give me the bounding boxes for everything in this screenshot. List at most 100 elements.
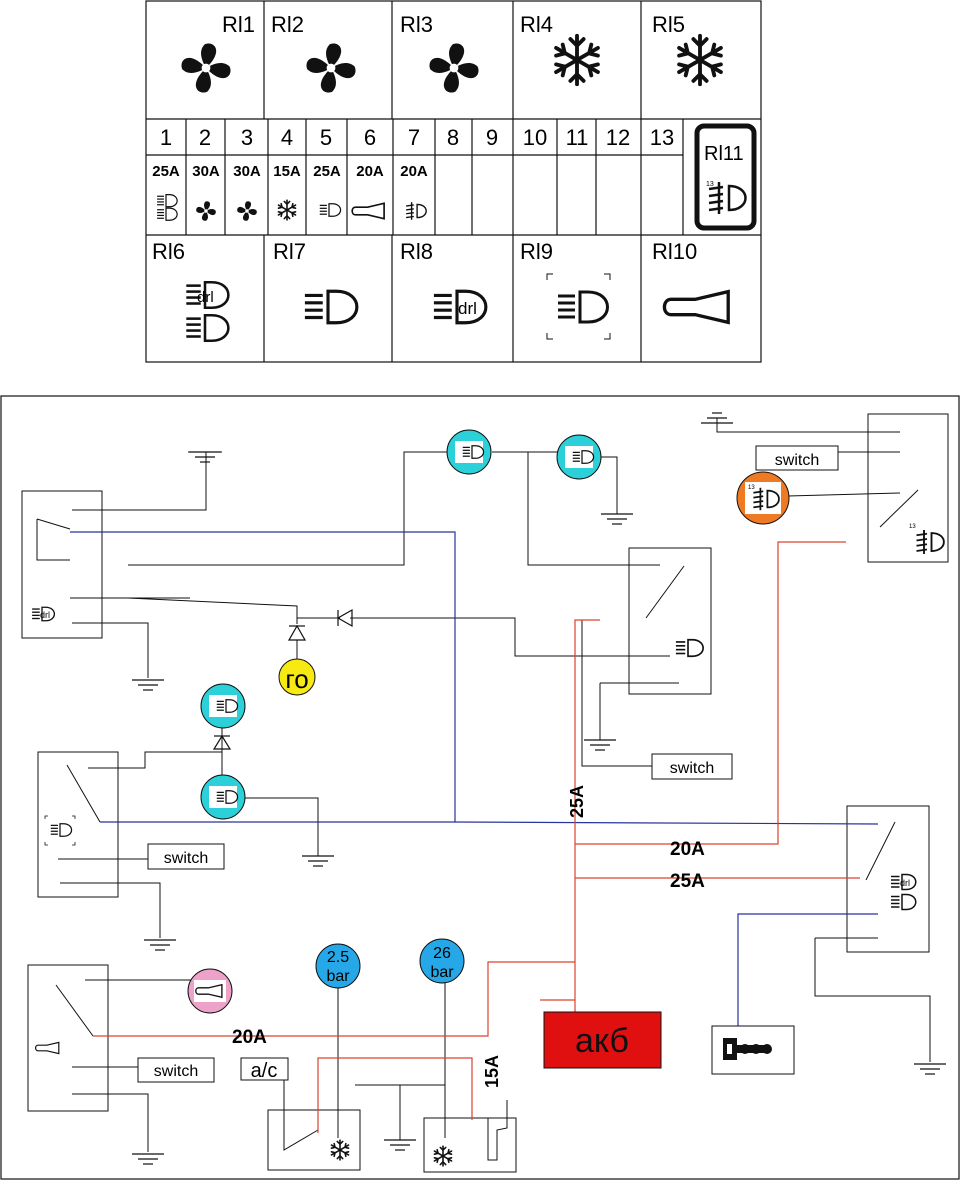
headlight-drl-icon: drl xyxy=(185,280,230,343)
switch-label: switch xyxy=(154,1063,198,1080)
switch-box[interactable] xyxy=(651,753,733,780)
relay-label-5: Rl5 xyxy=(652,12,685,37)
headlight-lamp xyxy=(200,683,246,729)
relay-label-3: Rl3 xyxy=(400,12,433,37)
fog-sup-label: 13 xyxy=(706,181,714,188)
fuse-rating: 20A xyxy=(356,163,384,180)
go-label: го xyxy=(285,664,308,694)
fan-icon xyxy=(237,201,257,221)
fog-light-icon xyxy=(915,529,945,555)
headlight-icon xyxy=(675,638,704,658)
low-beam-icon xyxy=(546,273,611,340)
snowflake-icon xyxy=(677,33,723,87)
headlight-lamp xyxy=(446,429,492,475)
drl-icon: drl xyxy=(432,289,488,325)
relay-label-11: Rl11 xyxy=(704,143,744,165)
battery xyxy=(543,1011,662,1069)
switch-label: switch xyxy=(164,850,208,867)
pressure-low-value: 2.5 xyxy=(327,949,349,966)
ground-symbol xyxy=(600,513,634,525)
fuse-number: 8 xyxy=(447,125,459,150)
ground-symbol xyxy=(301,855,335,867)
pressure-high-value: 26 xyxy=(433,945,451,962)
ignition-key[interactable] xyxy=(711,1025,795,1075)
fuse-number: 9 xyxy=(486,125,498,150)
pressure-switch-low xyxy=(315,943,361,989)
horn-lamp xyxy=(187,968,233,1014)
fuse-number: 5 xyxy=(320,125,332,150)
relay-label-1: Rl1 xyxy=(222,12,255,37)
headlight-lamp xyxy=(556,434,602,480)
go-indicator xyxy=(278,658,316,696)
relay-label-8: Rl8 xyxy=(400,239,433,264)
fuse-label-25a-vertical: 25A xyxy=(567,785,587,818)
headlight-drl-icon: drl xyxy=(31,606,56,622)
fog-light-icon xyxy=(405,201,427,221)
headlight-lamp xyxy=(200,774,246,820)
headlight-icon xyxy=(319,203,342,217)
relay-label-2: Rl2 xyxy=(271,12,304,37)
diode-symbol xyxy=(212,608,353,750)
svg-text:drl: drl xyxy=(458,299,477,318)
fuse-number: 1 xyxy=(160,125,172,150)
fuse-rating: 30A xyxy=(233,163,261,180)
relay-label-9: Rl9 xyxy=(520,239,553,264)
ground-symbol xyxy=(143,939,177,951)
fan-icon xyxy=(196,201,216,221)
wires-red xyxy=(93,541,860,1133)
fuse-number: 12 xyxy=(606,125,630,150)
ground-symbol xyxy=(383,1139,417,1151)
battery-label: акб xyxy=(575,1022,629,1060)
relay-label-4: Rl4 xyxy=(520,12,553,37)
wires-black xyxy=(21,413,949,1173)
horn-icon xyxy=(351,202,385,220)
fan-icon xyxy=(429,43,479,93)
fog-sup-label: 13 xyxy=(909,524,916,530)
fuse-label-25a: 25A xyxy=(670,871,705,892)
switch-label: switch xyxy=(775,452,819,469)
fuse-number: 11 xyxy=(566,125,589,150)
wires-blue xyxy=(70,531,879,1026)
schematic-frame xyxy=(0,395,960,1180)
pressure-low-unit: bar xyxy=(326,968,350,985)
fuse-number: 10 xyxy=(523,125,547,150)
fog-sup-label: 13 xyxy=(748,485,755,491)
fuse-rating: 25A xyxy=(313,163,341,180)
svg-text:drl: drl xyxy=(197,289,214,306)
ground-symbol xyxy=(583,739,617,751)
fuse-number: 2 xyxy=(199,125,211,150)
fuse-number: 3 xyxy=(241,125,253,150)
ground-symbol xyxy=(131,679,165,691)
fuse-number: 13 xyxy=(650,125,674,150)
fog-lamp xyxy=(736,471,790,525)
pressure-high-unit: bar xyxy=(430,964,454,981)
headlight-icon xyxy=(303,289,359,325)
relay-label-7: Rl7 xyxy=(273,239,306,264)
fuse-number: 4 xyxy=(281,125,293,150)
switch-box[interactable] xyxy=(137,1057,215,1083)
headlight-drl-icon xyxy=(156,194,178,221)
pressure-switch-high xyxy=(419,938,465,984)
relay-label-10: Rl10 xyxy=(652,239,697,264)
snowflake-icon xyxy=(554,33,600,87)
low-beam-icon xyxy=(44,815,76,846)
fuse-box xyxy=(145,0,762,363)
switch-box[interactable] xyxy=(147,843,225,870)
switch-box[interactable] xyxy=(755,445,839,471)
fan-icon xyxy=(181,43,231,93)
fuse-rating: 30A xyxy=(192,163,220,180)
horn-icon xyxy=(662,289,730,325)
ac-switch-box[interactable] xyxy=(240,1057,289,1081)
switch-label: switch xyxy=(670,760,714,777)
headlight-drl-icon: drl xyxy=(890,873,917,911)
fog-light-icon xyxy=(707,180,747,216)
fuse-number: 7 xyxy=(408,125,420,150)
svg-text:drl: drl xyxy=(40,610,50,620)
fuse-rating: 15A xyxy=(273,163,301,180)
fuse-label-20a-horn: 20A xyxy=(232,1027,267,1048)
svg-text:drl: drl xyxy=(900,878,910,888)
ground-symbol xyxy=(188,451,222,463)
fuse-rating: 20A xyxy=(400,163,428,180)
fuse-number: 6 xyxy=(364,125,376,150)
